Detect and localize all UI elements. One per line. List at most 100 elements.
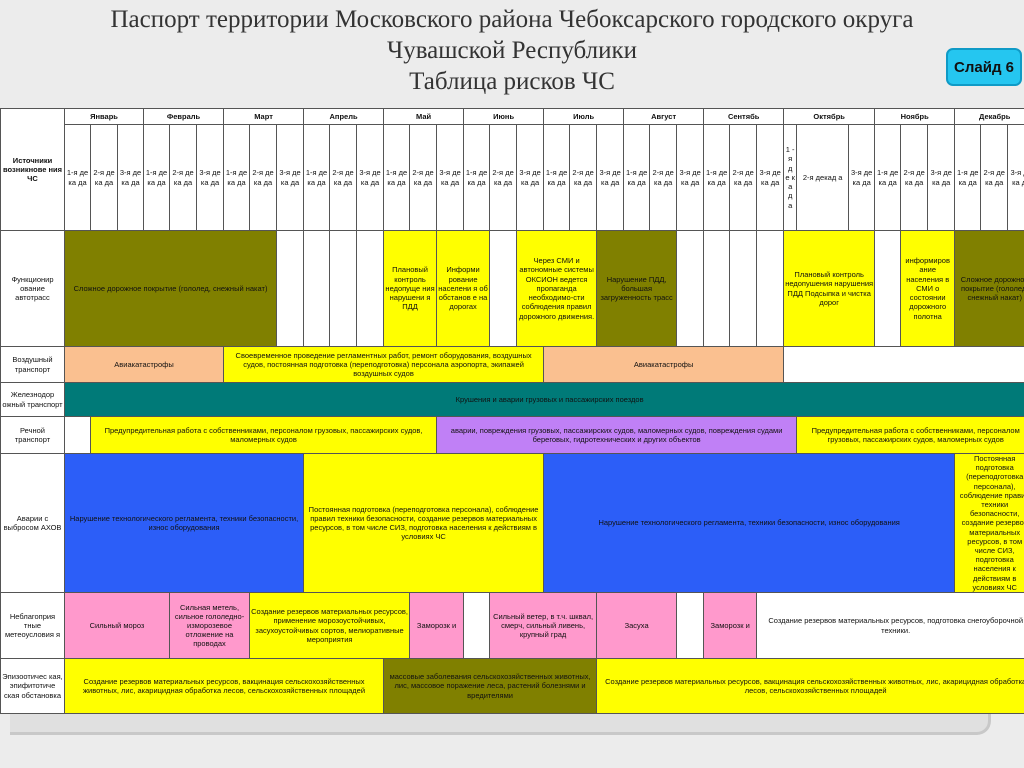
title-line-2: Чувашской Республики bbox=[386, 37, 638, 64]
decade-header: 2-я де ка да bbox=[569, 124, 598, 231]
decade-header: 2-я де ка да bbox=[169, 124, 197, 231]
decade-header: 1-я де ка да bbox=[64, 124, 91, 231]
risk-cell: Крушения и аварии грузовых и пассажирски… bbox=[63, 382, 1024, 417]
risk-cell: Постоянная подготовка (переподготовка пе… bbox=[954, 452, 1024, 594]
empty-cell bbox=[276, 230, 305, 347]
decade-header: 2-я де ка да bbox=[329, 124, 358, 231]
title-line-1: Паспорт территории Московского района Че… bbox=[110, 6, 914, 33]
month-header: Февраль bbox=[142, 108, 225, 125]
decade-header: 1-я де ка да bbox=[383, 124, 411, 231]
risk-source: Аварии с выбросом АХОВ bbox=[0, 452, 65, 594]
decade-header: 3-я де ка да bbox=[676, 124, 705, 231]
decade-header: 3-я де ка да bbox=[436, 124, 465, 231]
decade-header: 1-я де ка да bbox=[223, 124, 251, 231]
empty-cell bbox=[64, 416, 91, 454]
risk-source: Речной транспорт bbox=[0, 416, 65, 454]
decade-header: 2-я де ка да bbox=[489, 124, 518, 231]
month-header: Ноябрь bbox=[874, 108, 956, 125]
risk-cell: Нарушение ПДД, большая загруженность тра… bbox=[596, 230, 678, 347]
decade-header: 2-я де ка да bbox=[249, 124, 278, 231]
empty-cell bbox=[703, 230, 731, 347]
decade-header: 1-я де ка да bbox=[874, 124, 902, 231]
decade-header: 1-я де ка да bbox=[463, 124, 491, 231]
risk-cell: массовые заболевания сельскохозяйственны… bbox=[383, 658, 598, 715]
risk-cell: Создание резервов материальных ресурсов,… bbox=[63, 658, 385, 715]
empty-cell bbox=[783, 346, 1024, 383]
risk-cell: аварии, повреждения грузовых, пассажирск… bbox=[436, 416, 798, 454]
month-header: Сентябь bbox=[703, 108, 785, 125]
risk-cell: Создание резервов материальных ресурсов,… bbox=[249, 592, 411, 660]
month-header: Январь bbox=[64, 108, 144, 125]
empty-cell bbox=[463, 592, 491, 660]
empty-cell bbox=[329, 230, 358, 347]
risk-source: Неблагоприя тные метеоусловия я bbox=[0, 592, 65, 660]
risk-cell: Сложное дорожное покрытие (гололед, снеж… bbox=[63, 230, 278, 347]
risk-cell: Нарушение технологического регламента, т… bbox=[63, 452, 305, 594]
decade-header: 1-я де ка да bbox=[543, 124, 571, 231]
risk-cell: Авиакатастрофы bbox=[63, 346, 225, 383]
risk-cell: Плановый контроль недопуще ния нарушени … bbox=[383, 230, 438, 347]
risk-cell: Засуха bbox=[596, 592, 678, 660]
empty-cell bbox=[756, 230, 785, 347]
decade-header: 3-я де ка да bbox=[356, 124, 385, 231]
month-header: Май bbox=[383, 108, 465, 125]
risk-cell: Нарушение технологического регламента, т… bbox=[543, 452, 956, 594]
empty-cell bbox=[489, 230, 518, 347]
decade-header: 3-я де ка да bbox=[848, 124, 876, 231]
risk-cell: Своевременное проведение регламентных ра… bbox=[223, 346, 545, 383]
decade-header: 2-я де ка да bbox=[649, 124, 678, 231]
risk-cell: Сильный мороз bbox=[64, 592, 170, 660]
risk-cell: Сильная метель, сильное гололедно- измор… bbox=[168, 592, 251, 660]
decade-header: 3-я де ка да bbox=[117, 124, 144, 231]
risk-cell: Через СМИ и автономные системы ОКСИОН ве… bbox=[516, 230, 598, 347]
empty-cell bbox=[303, 230, 331, 347]
month-header: Март bbox=[223, 108, 305, 125]
decade-header: 1-я де ка да bbox=[303, 124, 331, 231]
decade-header: 1 - я д е к а д а bbox=[783, 124, 798, 231]
month-header: Октябрь bbox=[783, 108, 876, 125]
decade-header: 1-я де ка да bbox=[703, 124, 731, 231]
month-header: Июнь bbox=[463, 108, 545, 125]
decade-header: 1-я де ка да bbox=[954, 124, 982, 231]
risk-cell: Авиакатастрофы bbox=[543, 346, 785, 383]
empty-cell bbox=[676, 230, 705, 347]
risk-cell: Постоянная подготовка (переподготовка пе… bbox=[303, 452, 545, 594]
source-header: Источники возникнове ния ЧС bbox=[0, 108, 65, 231]
title-line-3: Таблица рисков ЧС bbox=[409, 68, 615, 95]
decade-header: 3-я де ка да bbox=[927, 124, 956, 231]
month-header: Декабрь bbox=[954, 108, 1024, 125]
month-header: Апрель bbox=[303, 108, 385, 125]
empty-cell bbox=[676, 592, 705, 660]
decade-header: 2-я де ка да bbox=[90, 124, 118, 231]
decade-header: 3-я де ка да bbox=[276, 124, 305, 231]
month-header: Август bbox=[623, 108, 705, 125]
risk-cell: Создание резервов материальных ресурсов,… bbox=[596, 658, 1024, 715]
decade-header: 2-я декад а bbox=[796, 124, 850, 231]
risk-cell: Информи рование населени я об обстанов е… bbox=[436, 230, 491, 347]
risk-cell: Заморозк и bbox=[409, 592, 465, 660]
risk-source: Воздушный транспорт bbox=[0, 346, 65, 383]
decade-header: 3-я де ка да bbox=[516, 124, 545, 231]
decade-header: 1-я де ка да bbox=[623, 124, 651, 231]
risk-source: Функционир ование автотрасс bbox=[0, 230, 65, 347]
empty-cell bbox=[874, 230, 902, 347]
decade-header: 2-я де ка да bbox=[409, 124, 438, 231]
decade-header: 2-я де ка да bbox=[900, 124, 929, 231]
risk-cell: Создание резервов материальных ресурсов,… bbox=[756, 592, 1024, 660]
risk-source: Эпизоотичес кая, эпифитотиче ская обстан… bbox=[0, 658, 65, 715]
slide-number-badge: Слайд 6 bbox=[946, 48, 1022, 86]
empty-cell bbox=[729, 230, 758, 347]
risk-cell: Сильный ветер, в т.ч. шквал, смерч, силь… bbox=[489, 592, 598, 660]
month-header: Июль bbox=[543, 108, 625, 125]
risk-cell: Предупредительная работа с собственникам… bbox=[796, 416, 1024, 454]
decade-header: 2-я де ка да bbox=[729, 124, 758, 231]
table-row: Эпизоотичес кая, эпифитотиче ская обстан… bbox=[0, 658, 1024, 715]
risk-source: Железнодор ожный транспорт bbox=[0, 382, 65, 417]
empty-cell bbox=[356, 230, 385, 347]
